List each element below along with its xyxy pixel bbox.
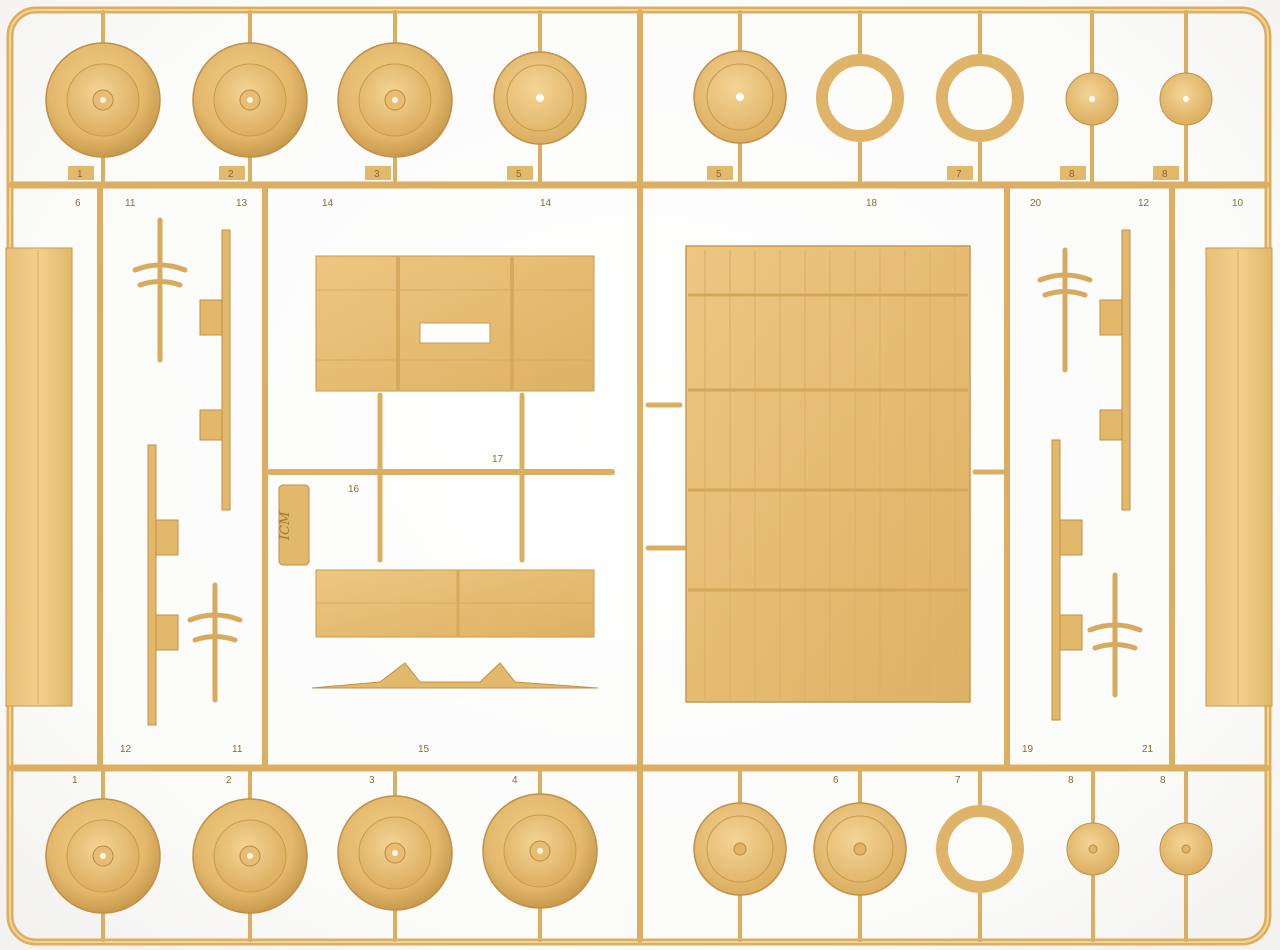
tag-12-low: 12	[120, 744, 132, 755]
tag-7: 7	[956, 169, 962, 180]
tag-21: 21	[1142, 744, 1154, 755]
tag-8a: 8	[1069, 169, 1075, 180]
sprue-frame	[6, 6, 1272, 946]
tag-2: 2	[228, 169, 234, 180]
tag-b7: 7	[955, 775, 961, 786]
bed-floor	[685, 245, 971, 703]
icm-logo-text: ICM	[278, 511, 293, 541]
bottom-wheels	[45, 766, 1213, 942]
icm-logo: ICM	[278, 484, 310, 566]
tag-b1: 1	[72, 775, 78, 786]
side-rail-left	[5, 247, 73, 707]
tag-1: 1	[77, 169, 83, 180]
top-wheels	[45, 10, 1213, 187]
tag-16: 16	[348, 484, 360, 495]
side-panel-upper	[315, 255, 595, 392]
tag-10: 10	[1232, 198, 1244, 209]
tag-b4: 4	[512, 775, 518, 786]
tag-5b: 5	[716, 169, 722, 180]
tag-3: 3	[374, 169, 380, 180]
tag-b3: 3	[369, 775, 375, 786]
tag-15: 15	[418, 744, 430, 755]
tag-19: 19	[1022, 744, 1034, 755]
tag-20: 20	[1030, 198, 1042, 209]
crossbar	[311, 662, 599, 689]
tag-18: 18	[866, 198, 878, 209]
tag-5a: 5	[516, 169, 522, 180]
tag-b8b: 8	[1160, 775, 1166, 786]
tag-b8a: 8	[1068, 775, 1074, 786]
part-tags: 1 2 3 5 5 7 8 8 6 11 13 14 14 18 20 12 1…	[68, 166, 1244, 786]
side-rail-right	[1205, 247, 1273, 707]
tag-14b: 14	[540, 198, 552, 209]
tag-8b: 8	[1162, 169, 1168, 180]
tag-b2: 2	[226, 775, 232, 786]
tag-17: 17	[492, 454, 504, 465]
tag-11-low: 11	[232, 744, 243, 755]
tag-14a: 14	[322, 198, 334, 209]
leaf-springs	[132, 217, 1143, 703]
tag-6: 6	[75, 198, 81, 209]
tag-13: 13	[236, 198, 248, 209]
tag-11: 11	[125, 198, 136, 209]
chassis-brackets	[147, 229, 1131, 726]
tag-12: 12	[1138, 198, 1150, 209]
tailgate-panel	[315, 569, 595, 638]
tag-b6: 6	[833, 775, 839, 786]
